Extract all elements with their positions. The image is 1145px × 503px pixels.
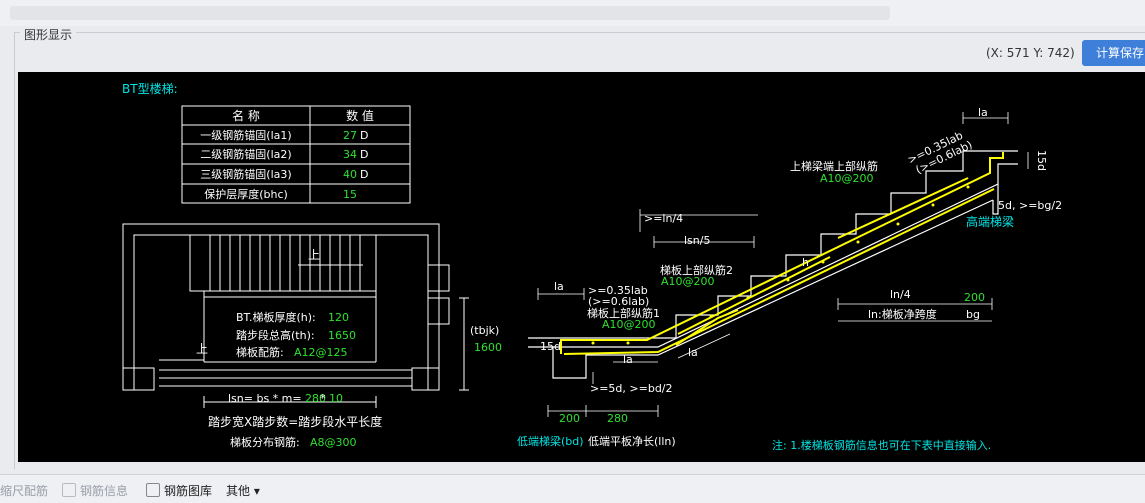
plan-rebar-label: 梯板配筋:	[236, 345, 284, 359]
plan-height-value[interactable]: 1650	[328, 329, 356, 342]
plan-rebar-value[interactable]: A12@125	[294, 346, 348, 359]
table-row-2-unit: D	[360, 148, 368, 161]
section-5d-left: >=5d, >=bd/2	[590, 382, 673, 395]
section-top-rebar1-value[interactable]: A10@200	[602, 318, 656, 331]
plan-lsn-bs[interactable]: 280	[305, 392, 326, 405]
scaled-rebar-label: 缩尺配筋	[0, 484, 49, 498]
rebar-library-icon	[146, 483, 160, 497]
section-structure	[528, 163, 1018, 379]
section-la-top: la	[978, 106, 988, 119]
section-15d-right: 15d	[1035, 150, 1048, 171]
blurred-header	[10, 6, 890, 20]
plan-lsn-dimension	[203, 396, 377, 408]
section-note: 注: 1.楼梯板钢筋信息也可在下表中直接输入.	[772, 438, 991, 452]
plan-up-label-2: 上	[196, 342, 208, 356]
bottom-toolbar: 缩尺配筋 钢筋信息 钢筋图库 其他 ▾	[0, 474, 1145, 503]
section-bottom-200[interactable]: 200	[559, 412, 580, 425]
calculate-save-button[interactable]: 计算保存	[1082, 40, 1145, 66]
rebar-library-label: 钢筋图库	[164, 484, 213, 498]
table-row-3-value[interactable]: 40	[343, 168, 357, 181]
table-row-4-value[interactable]: 15	[343, 188, 357, 201]
plan-thickness-value[interactable]: 120	[328, 311, 349, 324]
plan-height-label: 踏步段总高(th):	[236, 328, 315, 342]
section-ln4-top: >=ln/4	[644, 212, 683, 225]
section-ln4-right: ln/4	[890, 288, 911, 301]
plan-thickness-label: BT.梯板厚度(h):	[236, 310, 316, 324]
coordinate-readout: (X: 571 Y: 742)	[986, 46, 1075, 60]
table-row-1-name: 一级钢筋锚固(la1)	[200, 128, 291, 142]
table-row-1-value[interactable]: 27	[343, 129, 357, 142]
table-row-3-name: 三级钢筋锚固(la3)	[200, 167, 291, 181]
plan-dist-label: 梯板分布钢筋:	[230, 435, 300, 449]
table-row-1-unit: D	[360, 129, 368, 142]
plan-formula: 踏步宽X踏步数=踏步段水平长度	[208, 414, 382, 429]
section-15d-left: 15d	[540, 340, 561, 353]
plan-tbjk-dimension	[459, 297, 469, 391]
section-bg-value[interactable]: 200	[964, 291, 985, 304]
rebar-yellow	[560, 152, 1004, 355]
section-la-bottom-1: la	[623, 353, 633, 366]
table-header-name: 名 称	[232, 108, 260, 123]
section-annotation-left-1: >=0.35lab	[588, 284, 648, 297]
top-bar	[0, 0, 1145, 26]
rebar-library-button[interactable]: 钢筋图库	[146, 482, 212, 499]
section-low-beam: 低端梯梁(bd)	[517, 434, 584, 448]
rebar-info-icon	[62, 483, 76, 497]
scaled-rebar-button[interactable]: 缩尺配筋	[0, 482, 48, 499]
plan-tbjk-label: (tbjk)	[470, 324, 499, 337]
section-top-rebar1-label: 梯板上部纵筋1	[587, 306, 660, 320]
section-top-rebar2-value[interactable]: A10@200	[661, 275, 715, 288]
section-la-left: la	[554, 280, 564, 293]
table-row-2-name: 二级钢筋锚固(la2)	[200, 147, 291, 161]
plan-lsn-m[interactable]: 10	[329, 392, 343, 405]
section-annotation-left-2: (>=0.6lab)	[588, 295, 649, 308]
rebar-info-label: 钢筋信息	[80, 484, 129, 498]
table-row-3-unit: D	[360, 168, 368, 181]
rebar-info-button[interactable]: 钢筋信息	[62, 482, 128, 499]
section-high-beam: 高端梯梁	[966, 214, 1014, 229]
section-upper-beam-value[interactable]: A10@200	[820, 172, 874, 185]
table-row-4-name: 保护层厚度(bhc)	[204, 187, 288, 201]
table-header-value: 数 值	[346, 108, 374, 123]
section-upper-beam-label: 上梯梁端上部纵筋	[790, 159, 878, 173]
other-menu-label: 其他 ▾	[226, 484, 260, 498]
section-low-flat: 低端平板净长(lln)	[588, 434, 676, 448]
plan-lsn-label: lsn= bs * m=	[228, 392, 302, 405]
stair-drawing: BT型楼梯: 名 称 数 值 一级钢筋锚固(la1) 27 D 二级钢筋锚固(l…	[122, 81, 1062, 452]
plan-view-outline	[122, 223, 450, 391]
section-lsn5: lsn/5	[684, 234, 710, 247]
section-5d-right: 5d, >=bg/2	[998, 199, 1062, 212]
plan-dist-value[interactable]: A8@300	[310, 436, 357, 449]
plan-up-label-1: 上	[308, 248, 320, 262]
section-bg-label: bg	[966, 308, 980, 321]
table-row-2-value[interactable]: 34	[343, 148, 357, 161]
other-menu-button[interactable]: 其他 ▾	[226, 482, 260, 499]
section-top-rebar2-label: 梯板上部纵筋2	[660, 263, 733, 277]
parameter-table-grid	[181, 105, 411, 204]
section-ln-label: ln:梯板净跨度	[868, 307, 937, 321]
table-title: BT型楼梯:	[122, 81, 178, 96]
section-h-mark: h	[802, 256, 809, 269]
rebar-dots	[591, 185, 970, 345]
section-bottom-280[interactable]: 280	[607, 412, 628, 425]
section-dimension-lines	[537, 112, 1029, 417]
plan-lsn-star: *	[320, 392, 326, 405]
panel-title: 图形显示	[20, 26, 77, 43]
drawing-canvas[interactable]: BT型楼梯: 名 称 数 值 一级钢筋锚固(la1) 27 D 二级钢筋锚固(l…	[18, 72, 1145, 462]
graphics-panel	[14, 32, 1145, 469]
plan-stair-treads	[209, 235, 361, 291]
plan-tbjk-value[interactable]: 1600	[474, 341, 502, 354]
section-la-bottom-2: la	[688, 346, 698, 359]
